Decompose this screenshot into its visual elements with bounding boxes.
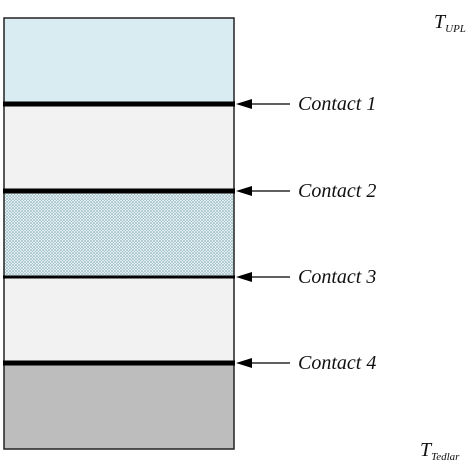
temperature-bottom-symbol: T [420, 439, 432, 461]
layer-1 [4, 18, 234, 104]
contact-arrow-1 [236, 99, 290, 109]
temperature-top-label: TUPL [434, 12, 466, 35]
temperature-top-subscript: UPL [445, 23, 466, 35]
contact-label-4: Contact 4 [298, 352, 377, 374]
contact-label-3: Contact 3 [298, 266, 377, 288]
stack-border [3, 17, 235, 450]
temperature-top-symbol: T [434, 11, 446, 33]
contact-arrow-4 [236, 358, 290, 368]
layer-5 [4, 363, 234, 449]
temperature-bottom-subscript: Tedlar [431, 451, 460, 463]
contact-label-1: Contact 1 [298, 93, 377, 115]
layer-4 [4, 277, 234, 363]
contact-arrow-3 [236, 272, 290, 282]
contact-label-2: Contact 2 [298, 180, 377, 202]
layer-3 [4, 191, 234, 277]
layer-2 [4, 104, 234, 191]
contact-arrow-2 [236, 186, 290, 196]
temperature-bottom-label: TTedlar [420, 440, 459, 463]
